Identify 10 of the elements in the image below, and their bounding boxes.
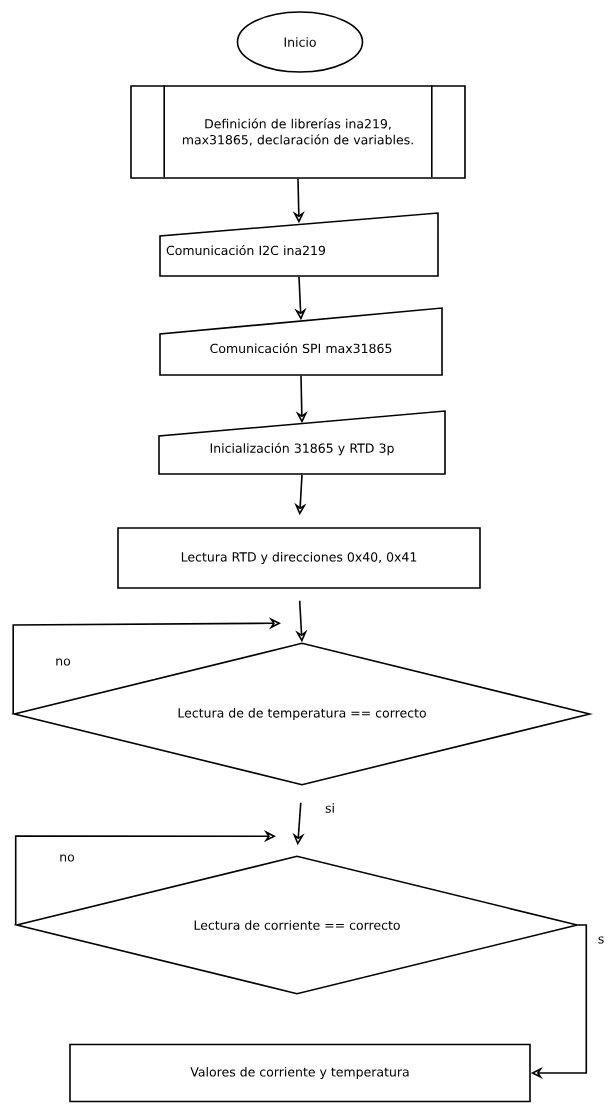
edge-label: no bbox=[56, 658, 71, 666]
edge-label: si bbox=[325, 803, 334, 813]
subprocess-box: Definición de librerías ina219, max31865, declaración de variables. bbox=[130, 85, 466, 179]
process-box: Valores de corriente y temperatura bbox=[69, 1043, 531, 1103]
edge-label: s bbox=[598, 936, 604, 944]
manual-input-box: Inicialización 31865 y RTD 3p bbox=[158, 410, 446, 475]
edge-label: no bbox=[60, 854, 75, 862]
manual-input-box: Comunicación SPI max31865 bbox=[159, 307, 443, 376]
process-box: Lectura RTD y direcciones 0x40, 0x41 bbox=[117, 527, 481, 589]
manual-input-box: Comunicación I2C ina219 bbox=[159, 212, 439, 277]
